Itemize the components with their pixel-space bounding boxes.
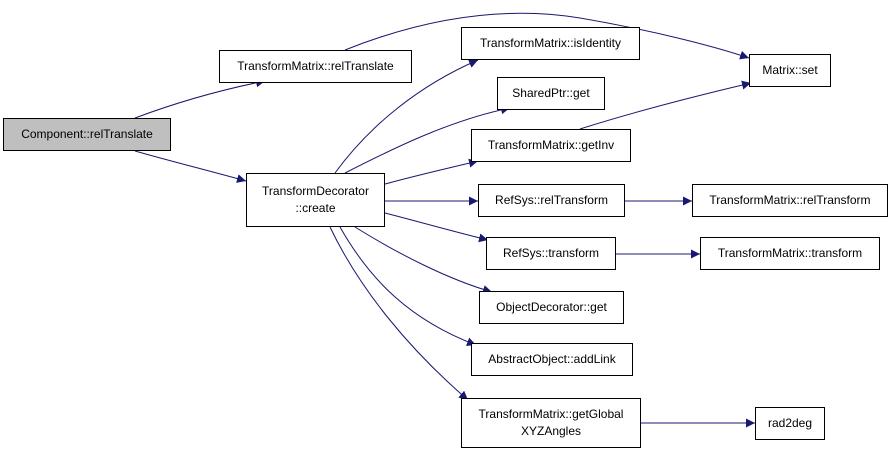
node-component-reltranslate: Component::relTranslate [3,118,171,151]
edge-create-to-getglobalxyzangles [329,226,469,401]
node-transformmatrix-getinv[interactable]: TransformMatrix::getInv [471,129,631,162]
node-transformmatrix-isidentity[interactable]: TransformMatrix::isIdentity [461,27,640,60]
edge-create-to-abstractobject-addlink [339,226,477,347]
edge-reltranslate-to-matrix-set [344,12,750,60]
node-transformmatrix-reltranslate[interactable]: TransformMatrix::relTranslate [219,50,412,83]
edge-component-to-transformmatrix-reltranslate [134,78,266,119]
node-matrix-set[interactable]: Matrix::set [749,54,831,87]
node-transformmatrix-getglobalxyzangles[interactable]: TransformMatrix::getGlobal XYZAngles [461,398,641,448]
edge-create-to-refsys-transform [384,212,489,243]
node-transformmatrix-transform[interactable]: TransformMatrix::transform [700,237,880,270]
node-refsys-reltransform[interactable]: RefSys::relTransform [478,184,625,217]
node-transformdecorator-create[interactable]: TransformDecorator ::create [246,173,385,227]
node-abstractobject-addlink[interactable]: AbstractObject::addLink [471,343,633,376]
node-sharedptr-get[interactable]: SharedPtr::get [497,77,605,110]
edge-create-to-getinv [384,158,479,185]
node-refsys-transform[interactable]: RefSys::transform [486,237,616,270]
edge-create-to-isidentity [334,59,479,174]
edge-create-to-sharedptr-get [344,105,511,174]
node-transformmatrix-reltransform[interactable]: TransformMatrix::relTransform [692,184,888,217]
node-rad2deg[interactable]: rad2deg [755,407,825,440]
edge-component-to-transformdecorator-create [134,150,247,183]
node-objectdecorator-get[interactable]: ObjectDecorator::get [479,291,624,324]
edge-getinv-to-matrix-set [579,80,752,130]
edge-create-to-objectdecorator-get [354,226,493,294]
